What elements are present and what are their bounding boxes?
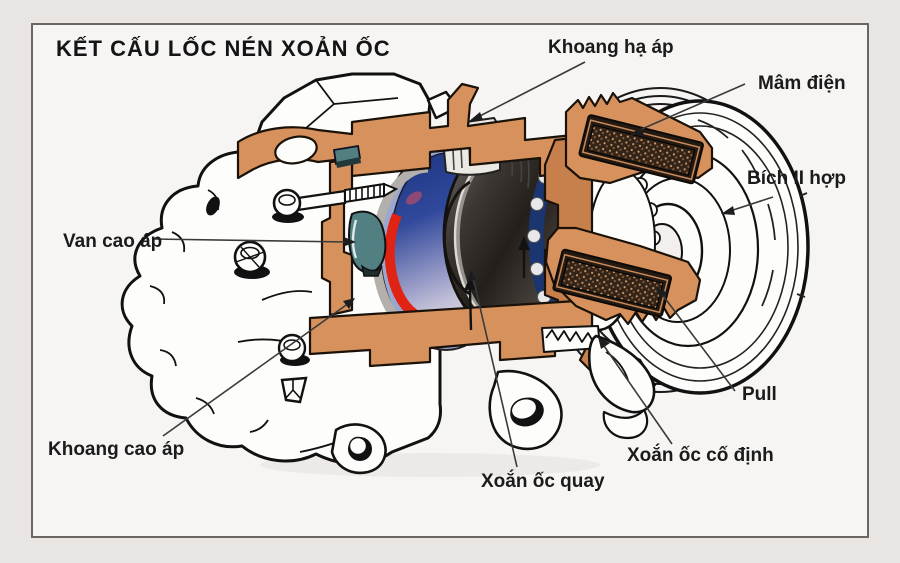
label-xoan-oc-quay: Xoắn ốc quay bbox=[481, 470, 605, 492]
leader-lines bbox=[151, 61, 774, 468]
label-xoan-oc-co-dinh: Xoắn ốc cố định bbox=[627, 444, 774, 466]
thread-zigzag bbox=[545, 329, 595, 344]
hex-nut-lower bbox=[277, 333, 310, 366]
label-pull: Pull bbox=[742, 384, 777, 405]
label-mam-dien: Mâm điện bbox=[758, 73, 846, 94]
label-khoang-cao-ap: Khoang cao áp bbox=[48, 439, 184, 460]
hex-nut-upper bbox=[233, 240, 270, 279]
label-khoang-ha-ap: Khoang hạ áp bbox=[548, 37, 674, 58]
high-pressure-valve bbox=[332, 144, 387, 277]
fasteners bbox=[206, 144, 399, 404]
label-van-cao-ap: Van cao áp bbox=[63, 231, 162, 252]
field-coil-bottom bbox=[544, 226, 702, 326]
plate-slits bbox=[697, 119, 808, 307]
flow-arrows bbox=[464, 236, 530, 331]
page-title: KẾT CẤU LỐC NÉN XOẢN ỐC bbox=[56, 35, 391, 61]
stud-bolt bbox=[272, 182, 399, 223]
coil-windings-top bbox=[586, 124, 696, 177]
label-bich-li-hop: Bích II hợp bbox=[747, 168, 846, 189]
field-coil-top bbox=[564, 91, 714, 185]
seal-top bbox=[406, 191, 422, 205]
